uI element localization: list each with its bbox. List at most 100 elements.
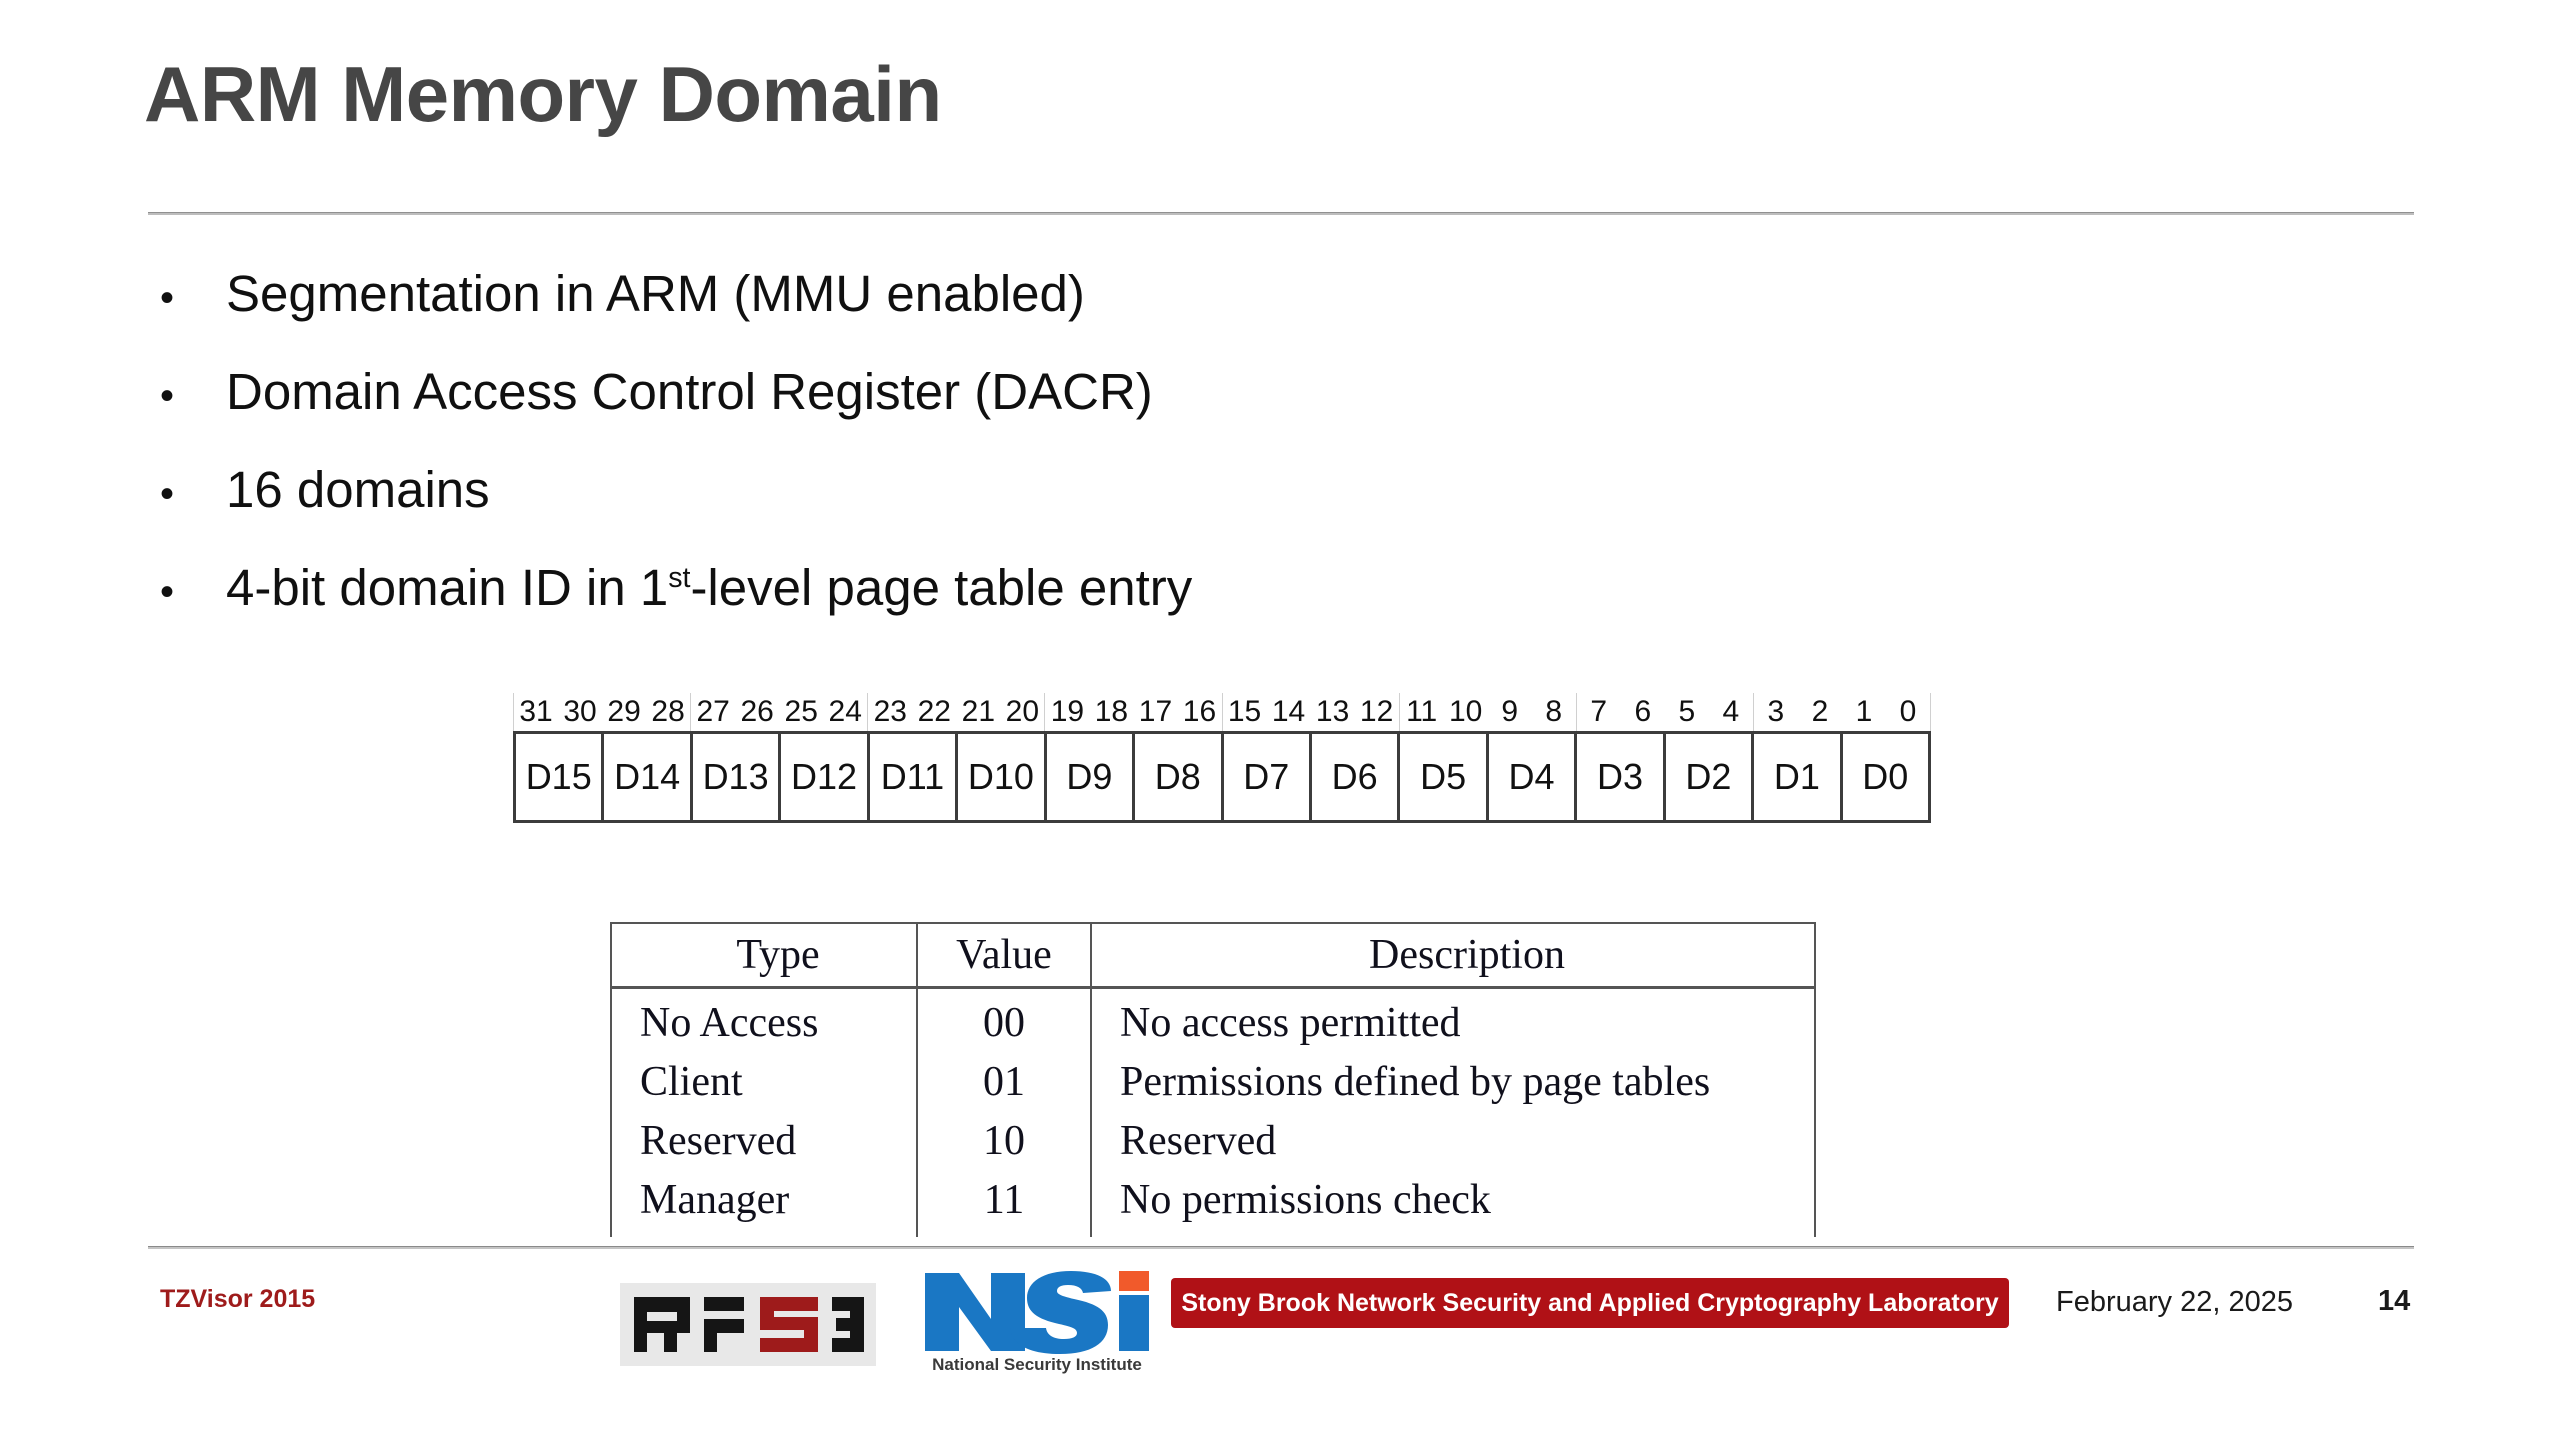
list-item: • Segmentation in ARM (MMU enabled) [160, 245, 2360, 343]
bit-number: 22 [917, 695, 951, 728]
bullet-marker-icon: • [160, 276, 175, 320]
cell-type: Manager [610, 1170, 918, 1237]
bit-number: 4 [1722, 695, 1740, 728]
domain-cell: D9 [1047, 734, 1136, 820]
bit-number: 30 [563, 695, 597, 728]
lab-banner-label: Stony Brook Network Security and Applied… [1181, 1288, 1999, 1317]
title-divider [148, 212, 2414, 215]
table-header: Type Value Description [610, 922, 1816, 989]
bit-number-group: 15 14 13 12 [1221, 693, 1399, 731]
bit-number-group: 31 30 29 28 [513, 693, 690, 731]
column-header-type: Type [610, 922, 918, 989]
domain-cell: D11 [870, 734, 959, 820]
rise-logo [620, 1283, 876, 1366]
cell-type: Reserved [610, 1111, 918, 1170]
bit-number: 0 [1899, 695, 1917, 728]
list-item-label: Segmentation in ARM (MMU enabled) [226, 265, 1085, 322]
bit-number: 7 [1590, 695, 1608, 728]
list-item-label-pre: 4-bit domain ID in 1 [226, 559, 669, 616]
bit-number: 25 [784, 695, 818, 728]
bit-number: 15 [1227, 695, 1262, 728]
bit-number: 13 [1315, 695, 1350, 728]
domain-cell: D13 [693, 734, 782, 820]
cell-description: No permissions check [1090, 1170, 1816, 1237]
page-title: ARM Memory Domain [144, 50, 942, 138]
domain-cell: D3 [1577, 734, 1666, 820]
bit-number: 9 [1501, 695, 1519, 728]
bit-number: 24 [828, 695, 862, 728]
bit-number: 2 [1811, 695, 1829, 728]
footer-divider [148, 1246, 2414, 1249]
bit-number: 17 [1138, 695, 1173, 728]
column-header-value: Value [916, 922, 1092, 989]
cell-description: Reserved [1090, 1111, 1816, 1170]
domain-cell: D10 [958, 734, 1047, 820]
domain-cell: D15 [516, 734, 605, 820]
bit-number: 31 [519, 695, 553, 728]
slide-page-number: 14 [2378, 1285, 2411, 1317]
bit-number: 20 [1005, 695, 1040, 728]
nsi-logo-subtitle: National Security Institute [932, 1355, 1142, 1374]
nsi-logo: National Security Institute [919, 1267, 1155, 1391]
bit-number: 26 [740, 695, 774, 728]
bit-number: 19 [1050, 695, 1085, 728]
list-item-label: 16 domains [226, 461, 490, 518]
domain-cell: D6 [1312, 734, 1401, 820]
bit-number: 10 [1448, 695, 1483, 728]
domain-cell: D5 [1400, 734, 1489, 820]
list-item-label: 4-bit domain ID in 1st-level page table … [226, 539, 1192, 637]
cell-value: 00 [916, 987, 1092, 1052]
rise-logo-glyphs [634, 1297, 864, 1352]
list-item-label-post: -level page table entry [690, 559, 1193, 616]
table-header-row: Type Value Description [610, 922, 1816, 989]
nsi-logo-mark [919, 1267, 1155, 1357]
list-item-label-superscript: st [668, 562, 691, 594]
bit-number: 1 [1855, 695, 1873, 728]
domain-cell: D12 [781, 734, 870, 820]
bit-number: 3 [1767, 695, 1785, 728]
domain-cell: D7 [1224, 734, 1312, 820]
bullet-marker-icon: • [160, 472, 175, 516]
domain-cell: D1 [1754, 734, 1843, 820]
lab-banner: Stony Brook Network Security and Applied… [1171, 1278, 2009, 1328]
cell-type: Client [610, 1052, 918, 1111]
domain-cell: D8 [1135, 734, 1224, 820]
bit-number: 12 [1359, 695, 1394, 728]
bit-number: 5 [1678, 695, 1696, 728]
bit-number: 16 [1182, 695, 1217, 728]
bit-number: 29 [607, 695, 641, 728]
bit-number: 11 [1406, 695, 1438, 728]
bullet-marker-icon: • [160, 374, 175, 418]
bit-number-group: 19 18 17 16 [1044, 693, 1221, 731]
domain-cell: D0 [1862, 756, 1909, 797]
bit-number: 21 [961, 695, 996, 728]
bit-number: 18 [1094, 695, 1129, 728]
domain-cell: D14 [604, 734, 693, 820]
cell-type: No Access [610, 987, 918, 1052]
bullet-list: • Segmentation in ARM (MMU enabled) • Do… [160, 245, 2360, 637]
domain-cell: D2 [1666, 734, 1755, 820]
domain-cell: D4 [1489, 734, 1578, 820]
nsi-logo-glyphs [925, 1271, 1149, 1354]
list-item: • Domain Access Control Register (DACR) [160, 343, 2360, 441]
bit-number: 14 [1271, 695, 1306, 728]
cell-value: 11 [916, 1170, 1092, 1237]
bit-number: 6 [1634, 695, 1652, 728]
bit-number: 28 [651, 695, 685, 728]
conference-label: TZVisor 2015 [160, 1285, 316, 1313]
cell-description: Permissions defined by page tables [1090, 1052, 1816, 1111]
list-item: • 4-bit domain ID in 1st-level page tabl… [160, 539, 2360, 637]
list-item: • 16 domains [160, 441, 2360, 539]
